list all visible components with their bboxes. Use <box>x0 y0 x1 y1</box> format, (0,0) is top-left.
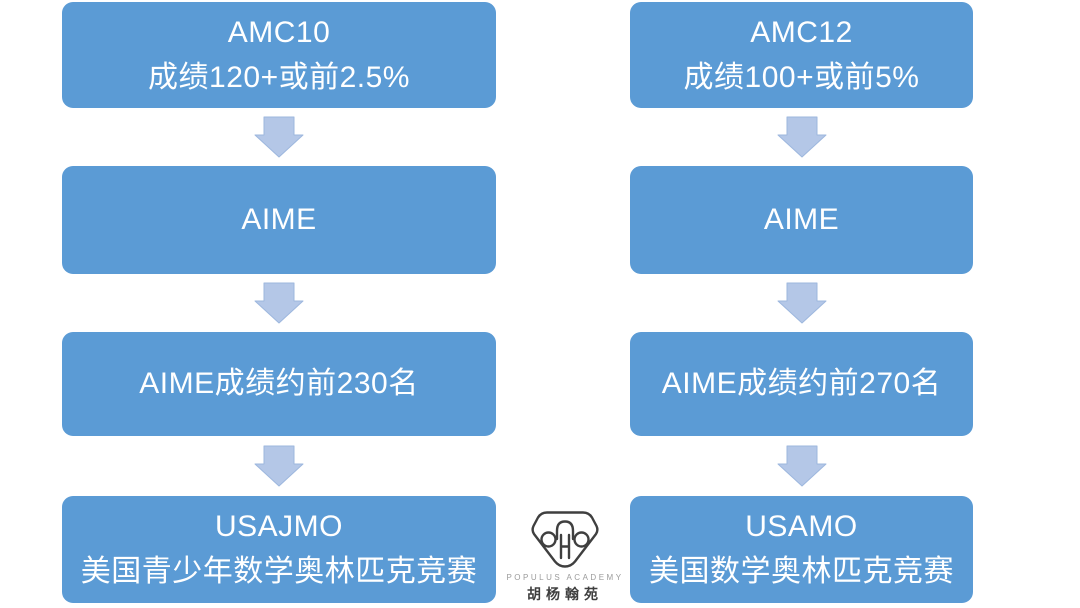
down-arrow-shape <box>777 282 826 324</box>
step-box-aime-left: AIME <box>62 166 496 274</box>
arrow-zone <box>62 108 496 166</box>
step-title: USAJMO <box>214 510 343 544</box>
arrow-zone <box>630 274 973 332</box>
step-title: AIME成绩约前270名 <box>661 367 942 401</box>
step-title: USAMO <box>745 510 858 544</box>
step-title: AIME <box>763 203 840 237</box>
logo-caption-en: POPULUS ACADEMY <box>506 573 624 582</box>
down-arrow-icon <box>777 116 826 158</box>
arrow-zone <box>62 436 496 496</box>
step-title: AIME <box>241 203 317 237</box>
step-box-usamo: USAMO 美国数学奥林匹克竞赛 <box>630 496 973 603</box>
step-box-amc12: AMC12 成绩100+或前5% <box>630 2 973 108</box>
arrow-zone <box>630 436 973 496</box>
amc12-track: AMC12 成绩100+或前5% AIME AIME成绩约前270名 USAMO <box>630 2 973 603</box>
down-arrow-icon <box>254 445 304 487</box>
step-subtitle: 美国青少年数学奥林匹克竞赛 <box>80 555 478 588</box>
step-box-aime-cutoff-right: AIME成绩约前270名 <box>630 332 973 436</box>
arrow-zone <box>630 108 973 166</box>
logo-caption-zh: 胡杨翰苑 <box>527 588 603 603</box>
step-subtitle: 成绩100+或前5% <box>683 60 920 94</box>
step-title: AMC12 <box>750 15 853 49</box>
amc10-track: AMC10 成绩120+或前2.5% AIME AIME成绩约前230名 USA… <box>62 2 496 603</box>
step-title: AMC10 <box>227 15 331 49</box>
step-subtitle: 成绩120+或前2.5% <box>148 60 410 94</box>
populus-academy-logo: POPULUS ACADEMY 胡杨翰苑 <box>503 508 627 604</box>
step-box-aime-right: AIME <box>630 166 973 274</box>
step-title: AIME成绩约前230名 <box>139 367 419 401</box>
step-subtitle: 美国数学奥林匹克竞赛 <box>649 555 954 588</box>
down-arrow-icon <box>777 282 826 324</box>
step-box-aime-cutoff-left: AIME成绩约前230名 <box>62 332 496 436</box>
arrow-zone <box>62 274 496 332</box>
down-arrow-shape <box>777 116 826 158</box>
down-arrow-shape <box>254 116 304 158</box>
step-box-usajmo: USAJMO 美国青少年数学奥林匹克竞赛 <box>62 496 496 603</box>
down-arrow-icon <box>254 282 304 324</box>
down-arrow-icon <box>777 445 826 487</box>
down-arrow-shape <box>777 445 826 487</box>
down-arrow-shape <box>254 282 304 324</box>
step-box-amc10: AMC10 成绩120+或前2.5% <box>62 2 496 108</box>
down-arrow-shape <box>254 445 304 487</box>
down-arrow-icon <box>254 116 304 158</box>
populus-tree-emblem-icon <box>531 511 599 568</box>
